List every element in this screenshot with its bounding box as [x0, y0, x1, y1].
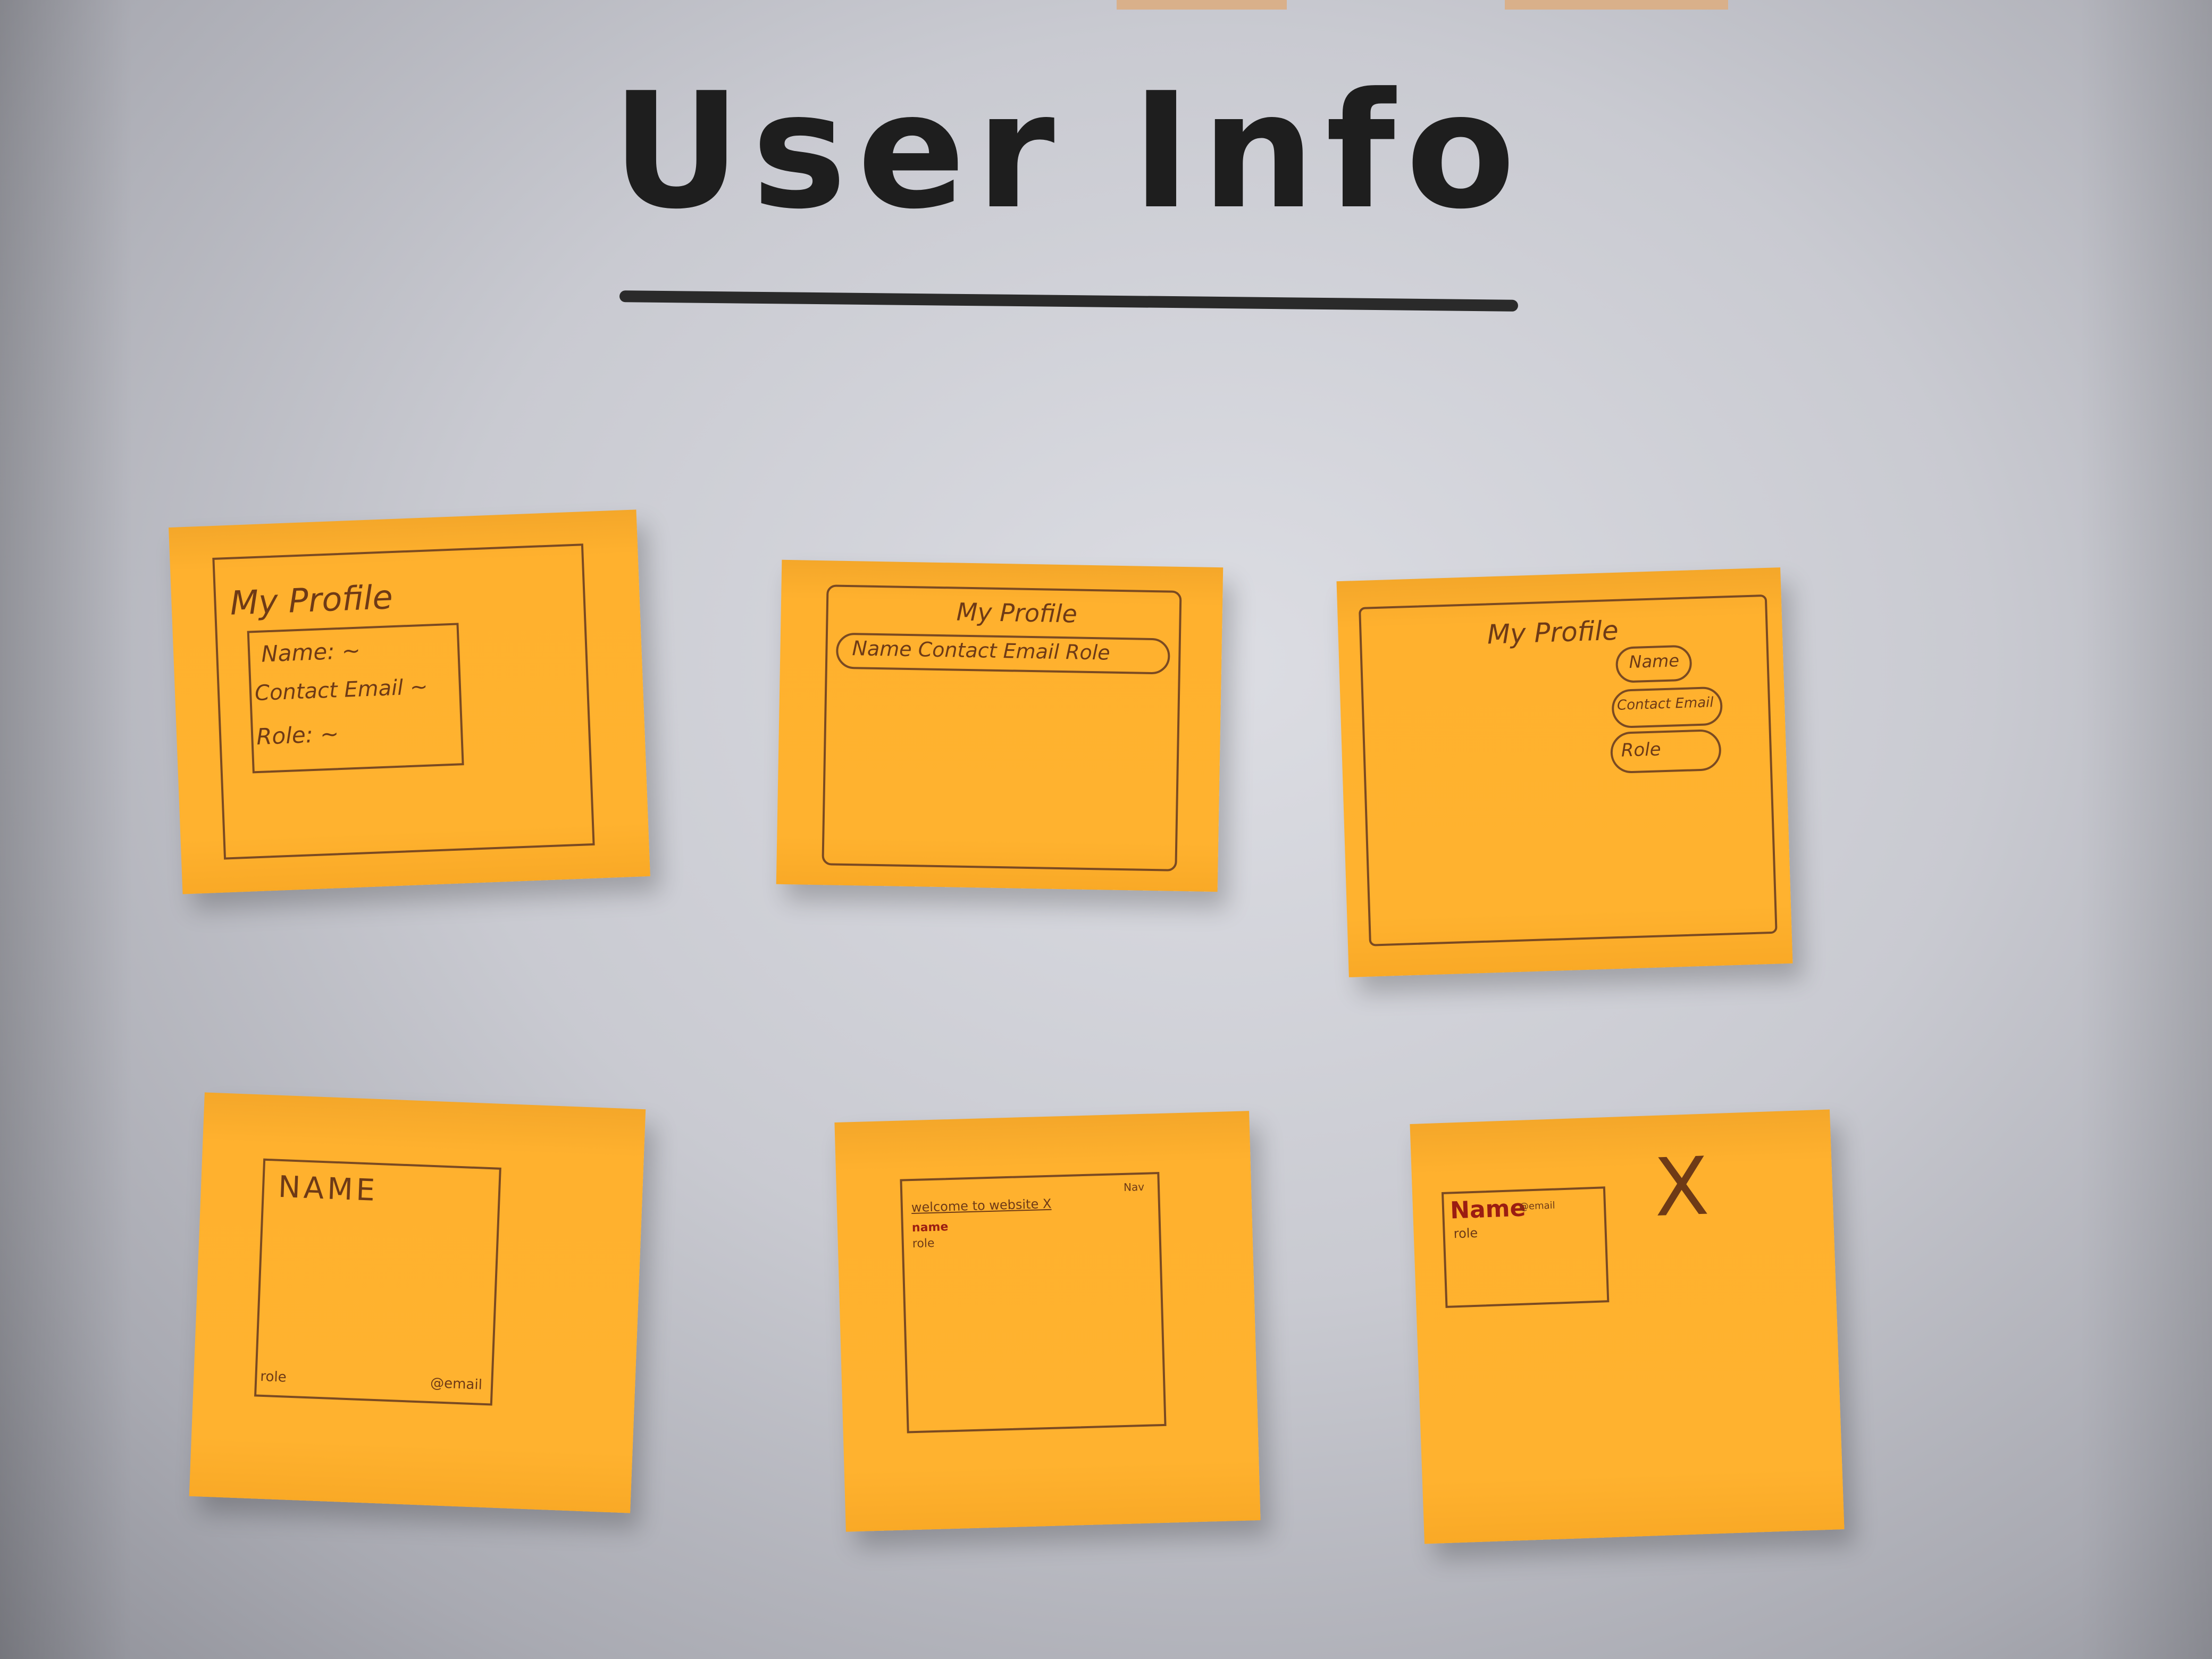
user-name: Name — [1449, 1194, 1527, 1225]
tab-labels: Name Contact Email Role — [852, 636, 1111, 665]
user-email: @email — [1519, 1200, 1555, 1212]
board-title: User Info — [611, 58, 1526, 244]
sticky-note-5: welcome to website X Nav name role — [834, 1111, 1261, 1532]
field-role: Role: ~ — [256, 720, 340, 750]
sticky-note-1: My Profile Name: ~ Contact Email ~ Role:… — [169, 509, 650, 894]
nav-corner: Nav — [1123, 1180, 1145, 1194]
button-contact-email-label: Contact Email — [1616, 694, 1714, 714]
field-name: Name: ~ — [261, 637, 361, 667]
button-name-label: Name — [1628, 650, 1680, 673]
screen-frame — [822, 584, 1182, 872]
profile-heading: My Profile — [956, 597, 1078, 629]
sticky-note-4: NAME role @email — [189, 1092, 646, 1513]
top-note-edge — [1505, 0, 1728, 10]
top-note-edge — [1117, 0, 1287, 10]
sticky-note-6: Name @email role X — [1410, 1109, 1845, 1544]
close-icon: X — [1652, 1140, 1711, 1235]
card-email: @email — [430, 1375, 483, 1393]
user-name: name — [911, 1220, 949, 1235]
card-name: NAME — [277, 1169, 379, 1208]
user-role: role — [912, 1236, 935, 1251]
card-role: role — [259, 1368, 287, 1386]
profile-heading: My Profile — [229, 577, 393, 623]
user-role: role — [1453, 1225, 1478, 1242]
button-role-label: Role — [1621, 739, 1662, 761]
sticky-note-3: My Profile Name Contact Email Role — [1336, 567, 1793, 977]
sticky-note-2: My Profile Name Contact Email Role — [776, 559, 1224, 892]
profile-heading: My Profile — [1486, 615, 1619, 650]
